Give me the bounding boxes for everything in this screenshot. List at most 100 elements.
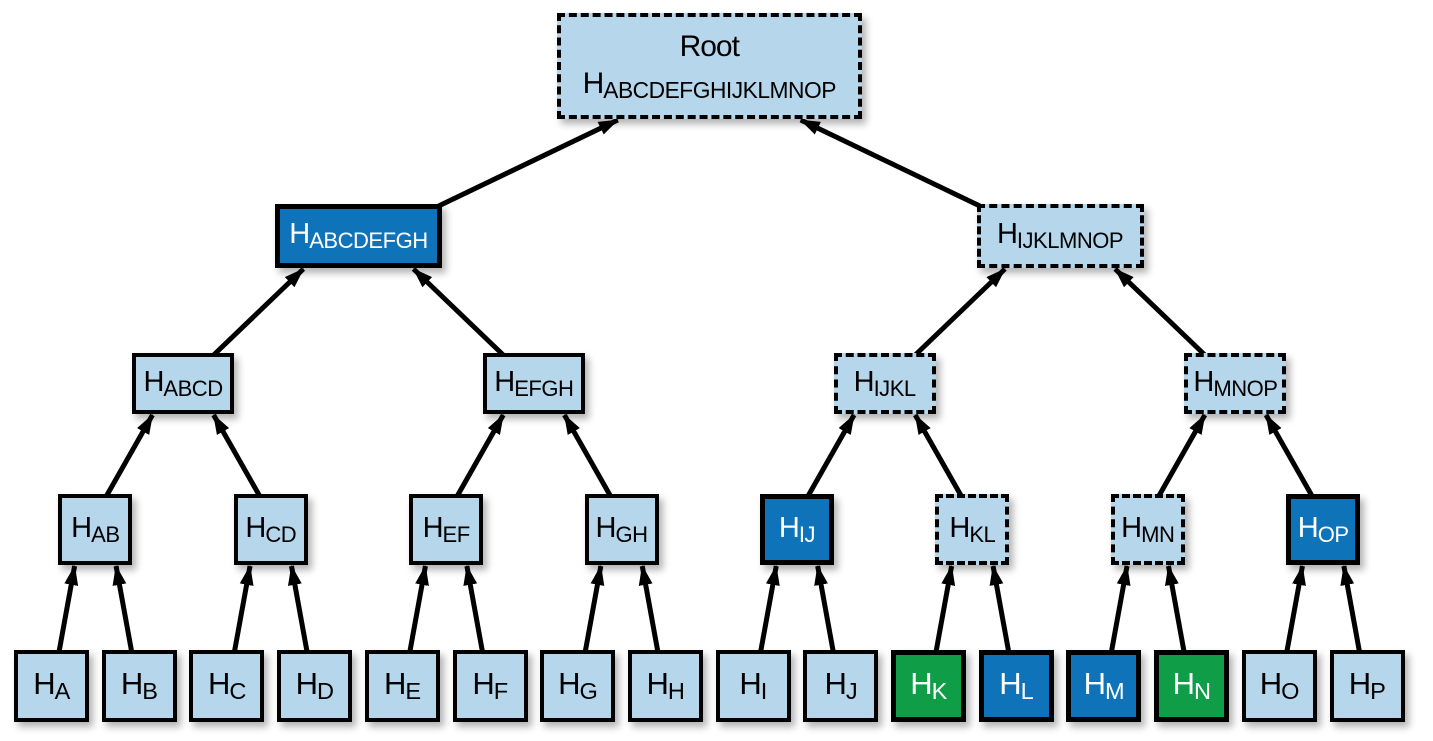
node-label: HA (33, 668, 70, 704)
hash-subscript: N (1194, 678, 1211, 705)
hash-subscript: AB (91, 521, 120, 547)
tree-arrow (913, 413, 964, 498)
node-h-mnop: HMNOP (1184, 353, 1287, 414)
node-label: HH (646, 668, 684, 704)
hash-symbol: H (494, 365, 515, 398)
node-label: HABCD (143, 367, 223, 400)
node-label: HC (208, 668, 246, 704)
tree-arrow (407, 565, 429, 653)
node-label: HIJKLMNOP (996, 218, 1124, 253)
node-h-c: HC (189, 650, 265, 722)
tree-arrow (582, 565, 605, 653)
hash-subscript: C (229, 678, 246, 705)
hash-symbol: H (582, 67, 605, 101)
root-title: Root (679, 30, 740, 64)
node-h-e: HE (364, 650, 440, 722)
node-h-j: HJ (803, 650, 879, 722)
tree-arrow (638, 565, 661, 653)
tree-arrow (758, 565, 780, 653)
node-h-h: HH (627, 650, 703, 722)
node-label: HABCDEFGH (289, 218, 428, 253)
hash-subscript: I (760, 678, 768, 705)
tree-arrow (814, 565, 836, 653)
hash-symbol: H (295, 666, 318, 702)
node-label: HEFGH (494, 365, 574, 401)
node-label: HJ (824, 668, 857, 704)
tree-arrow (104, 413, 155, 498)
tree-arrow (989, 565, 1012, 653)
node-label: HI (739, 666, 768, 705)
node-h-d: HD (277, 650, 353, 722)
node-label: HIJ (778, 511, 816, 547)
node-label: HKL (949, 511, 995, 546)
node-h-efgh: HEFGH (482, 353, 585, 414)
hash-symbol: H (245, 511, 266, 544)
hash-symbol: H (996, 218, 1018, 251)
hash-subscript: H (667, 678, 685, 705)
hash-symbol: H (853, 365, 875, 398)
node-label: HOP (1298, 513, 1349, 547)
node-label: HD (296, 668, 334, 704)
hash-subscript: EF (442, 521, 471, 547)
tree-arrow (562, 413, 613, 498)
node-h-cd: HCD (233, 494, 308, 565)
node-label: HL (999, 668, 1033, 704)
hash-subscript: ABCDEFGH (309, 227, 428, 253)
hash-symbol: H (1348, 666, 1371, 702)
tree-arrow (1113, 267, 1207, 357)
hash-subscript: A (54, 678, 71, 705)
hash-subscript: IJ (798, 521, 816, 547)
tree-arrow (211, 413, 262, 498)
hash-subscript: O (1281, 678, 1299, 705)
tree-arrow (112, 565, 135, 653)
node-label: HP (1349, 668, 1386, 704)
tree-arrow (805, 413, 857, 498)
hash-symbol: H (595, 511, 617, 544)
tree-arrow (211, 267, 306, 357)
hash-symbol: H (778, 511, 800, 544)
node-label: HM (1084, 668, 1125, 704)
tree-arrow (231, 565, 254, 653)
node-label: HGH (595, 511, 649, 546)
hash-symbol: H (289, 218, 310, 251)
tree-arrow (437, 117, 619, 209)
hash-subscript: MN (1141, 521, 1175, 547)
hash-subscript: G (579, 678, 598, 705)
hash-symbol: H (422, 511, 444, 544)
hash-symbol: H (739, 666, 761, 702)
node-h-a: HA (14, 650, 89, 722)
hash-symbol: H (33, 666, 55, 702)
hash-subscript: E (405, 678, 421, 705)
hash-subscript: P (1370, 678, 1386, 705)
hash-subscript: EFGH (514, 375, 574, 401)
hash-symbol: H (558, 666, 580, 702)
node-label: HO (1260, 668, 1300, 705)
node-label: HN (1173, 668, 1211, 704)
tree-arrow (1156, 413, 1208, 498)
hash-subscript: OP (1317, 521, 1349, 547)
node-label: HMNOP (1193, 367, 1278, 400)
tree-arrow (913, 267, 1007, 357)
tree-arrow (287, 565, 310, 653)
node-label: HK (910, 668, 947, 704)
node-h-f: HF (452, 650, 528, 722)
hash-symbol: H (120, 666, 143, 702)
hash-symbol: H (383, 666, 406, 702)
hash-subscript: ABCDEFGHIJKLMNOP (603, 77, 836, 104)
hash-subscript: L (1020, 678, 1034, 705)
hash-subscript: F (493, 678, 508, 705)
node-label: HE (384, 668, 421, 704)
hash-subscript: M (1105, 678, 1125, 705)
tree-arrow (1263, 413, 1315, 498)
hash-subscript: IJKLMNOP (1016, 227, 1124, 253)
node-h-kl: HKL (935, 494, 1010, 565)
tree-arrow (1164, 565, 1187, 653)
node-label: HF (472, 668, 508, 705)
node-h-l: HL (978, 650, 1054, 722)
node-h-k: HK (891, 650, 966, 722)
node-h-g: HG (540, 650, 616, 722)
hash-symbol: H (949, 511, 970, 544)
node-h-p: HP (1329, 650, 1405, 722)
